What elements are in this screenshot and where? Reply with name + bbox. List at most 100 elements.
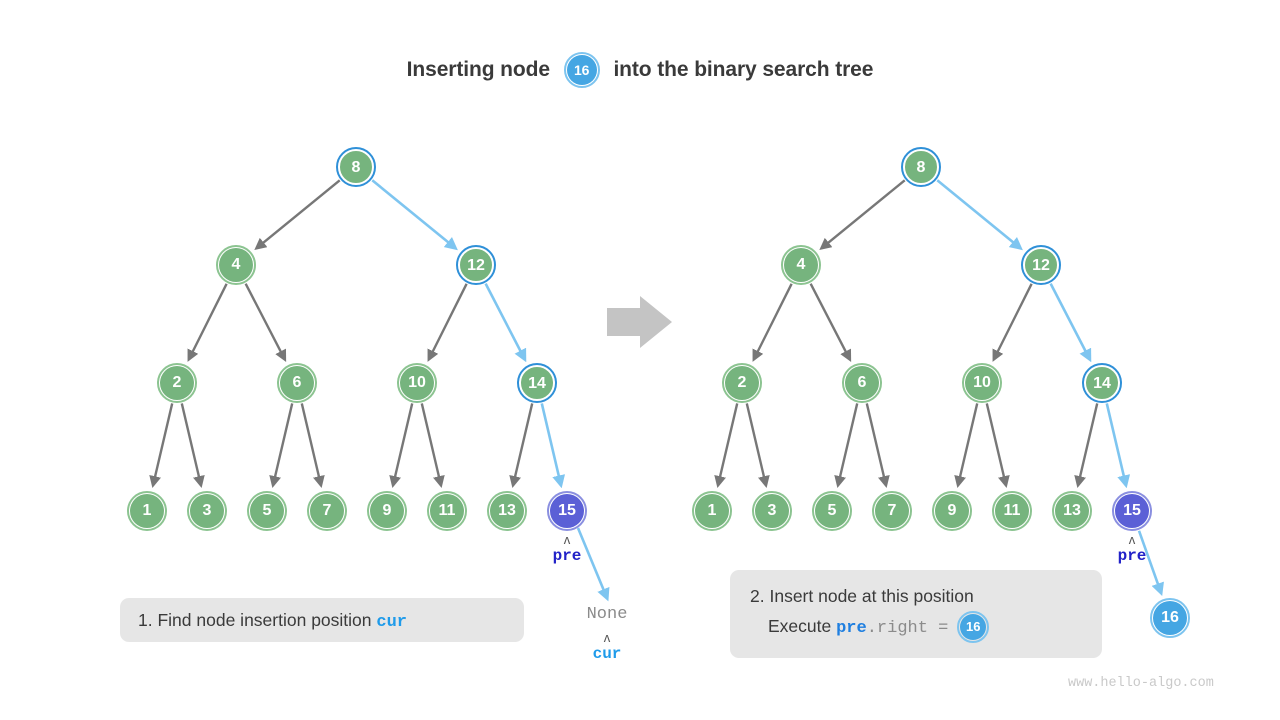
tree-node-16: 16 (1150, 598, 1190, 638)
tree-node-ring (1150, 598, 1190, 638)
tree-node-value: 2 (725, 366, 759, 400)
tree-node-ring (277, 363, 317, 403)
tree-node-11: 11 (427, 491, 467, 531)
tree-edge-8-to-12 (371, 179, 458, 251)
tree-node-2: 2 (157, 363, 197, 403)
caption-step-1-text: Find node insertion position (157, 610, 372, 630)
tree-node-value: 11 (430, 494, 464, 528)
tree-node-ring (216, 245, 256, 285)
tree-node-5: 5 (247, 491, 287, 531)
tree-node-1: 1 (692, 491, 732, 531)
tree-node-ring (307, 491, 347, 531)
left-cur-marker: ʌ cur (592, 631, 622, 664)
tree-node-8: 8 (336, 147, 376, 187)
caption-step-2-code-pre: pre (836, 619, 867, 638)
tree-edge-8-to-4 (819, 179, 906, 251)
tree-node-value: 2 (160, 366, 194, 400)
tree-node-value: 9 (935, 494, 969, 528)
tree-edge-6-to-7 (865, 403, 890, 488)
tree-edge-12-to-10 (427, 283, 468, 362)
tree-node-6: 6 (277, 363, 317, 403)
tree-node-9: 9 (932, 491, 972, 531)
tree-node-value: 7 (875, 494, 909, 528)
tree-node-12: 12 (456, 245, 496, 285)
tree-edge-12-to-14 (1049, 283, 1092, 363)
caption-step-2-number: 2. (750, 586, 765, 606)
tree-edge-14-to-15 (1105, 403, 1131, 489)
caption-step-1-number: 1. (138, 610, 153, 630)
tree-edge-12-to-10 (992, 283, 1033, 362)
tree-node-ring (547, 491, 587, 531)
tree-edge-2-to-1 (714, 403, 739, 488)
tree-node-value: 5 (815, 494, 849, 528)
tree-node-7: 7 (307, 491, 347, 531)
step-arrow (607, 296, 672, 348)
tree-node-10: 10 (397, 363, 437, 403)
tree-edge-4-to-6 (244, 283, 287, 363)
caption-step-2-line-2: Execute pre.right = 16 (750, 611, 1082, 644)
tree-node-value: 10 (400, 366, 434, 400)
tree-edge-2-to-3 (745, 403, 770, 488)
left-pre-label: pre (552, 547, 582, 565)
tree-edge-2-to-1 (149, 403, 174, 488)
caption-step-2-execute: Execute (768, 616, 832, 636)
right-pre-caret: ʌ (1128, 532, 1136, 547)
tree-node-ring (187, 491, 227, 531)
tree-edge-6-to-5 (269, 403, 294, 488)
tree-node-ring (901, 147, 941, 187)
tree-node-ring (1052, 491, 1092, 531)
tree-edge-6-to-5 (834, 403, 859, 488)
caption-step-2: 2. Insert node at this position Execute … (730, 570, 1102, 658)
tree-node-13: 13 (487, 491, 527, 531)
tree-node-14: 14 (517, 363, 557, 403)
left-cur-label: cur (592, 645, 622, 663)
watermark: www.hello-algo.com (1068, 676, 1214, 691)
tree-node-ring (1082, 363, 1122, 403)
tree-node-ring (427, 491, 467, 531)
tree-node-ring (1021, 245, 1061, 285)
tree-node-4: 4 (781, 245, 821, 285)
tree-edge-15-to-16 (1137, 530, 1164, 596)
page-title: Inserting node 16 into the binary search… (0, 52, 1280, 88)
tree-edge-14-to-15 (540, 403, 566, 489)
title-node-ring (563, 52, 600, 88)
tree-node-value: 13 (1055, 494, 1089, 528)
title-suffix: into the binary search tree (613, 58, 874, 81)
right-pre-label: pre (1117, 547, 1147, 565)
tree-node-value: 13 (490, 494, 524, 528)
caption-step-2-line-1: 2. Insert node at this position (750, 581, 1082, 611)
tree-node-value: 6 (280, 366, 314, 400)
left-pre-marker: ʌ pre (552, 533, 582, 566)
tree-node-value: 14 (520, 366, 554, 400)
tree-edge-10-to-11 (985, 403, 1010, 488)
tree-node-8: 8 (901, 147, 941, 187)
tree-node-ring (1112, 491, 1152, 531)
tree-node-ring (367, 491, 407, 531)
tree-node-6: 6 (842, 363, 882, 403)
tree-node-value: 1 (130, 494, 164, 528)
tree-node-ring (992, 491, 1032, 531)
tree-node-11: 11 (992, 491, 1032, 531)
tree-node-12: 12 (1021, 245, 1061, 285)
tree-node-value: 14 (1085, 366, 1119, 400)
tree-node-ring (692, 491, 732, 531)
tree-node-5: 5 (812, 491, 852, 531)
tree-node-value: 7 (310, 494, 344, 528)
tree-node-ring (872, 491, 912, 531)
tree-edge-10-to-11 (420, 403, 445, 488)
tree-edge-6-to-7 (300, 403, 325, 488)
tree-node-value: 15 (1115, 494, 1149, 528)
tree-node-ring (752, 491, 792, 531)
tree-edge-8-to-4 (254, 179, 341, 251)
tree-node-ring (336, 147, 376, 187)
tree-node-13: 13 (1052, 491, 1092, 531)
tree-edge-15-to-none (576, 527, 610, 602)
title-node-value: 16 (566, 55, 597, 85)
tree-edge-10-to-9 (954, 403, 979, 488)
tree-node-1: 1 (127, 491, 167, 531)
tree-node-15: 15 (1112, 491, 1152, 531)
tree-node-value: 15 (550, 494, 584, 528)
tree-node-2: 2 (722, 363, 762, 403)
